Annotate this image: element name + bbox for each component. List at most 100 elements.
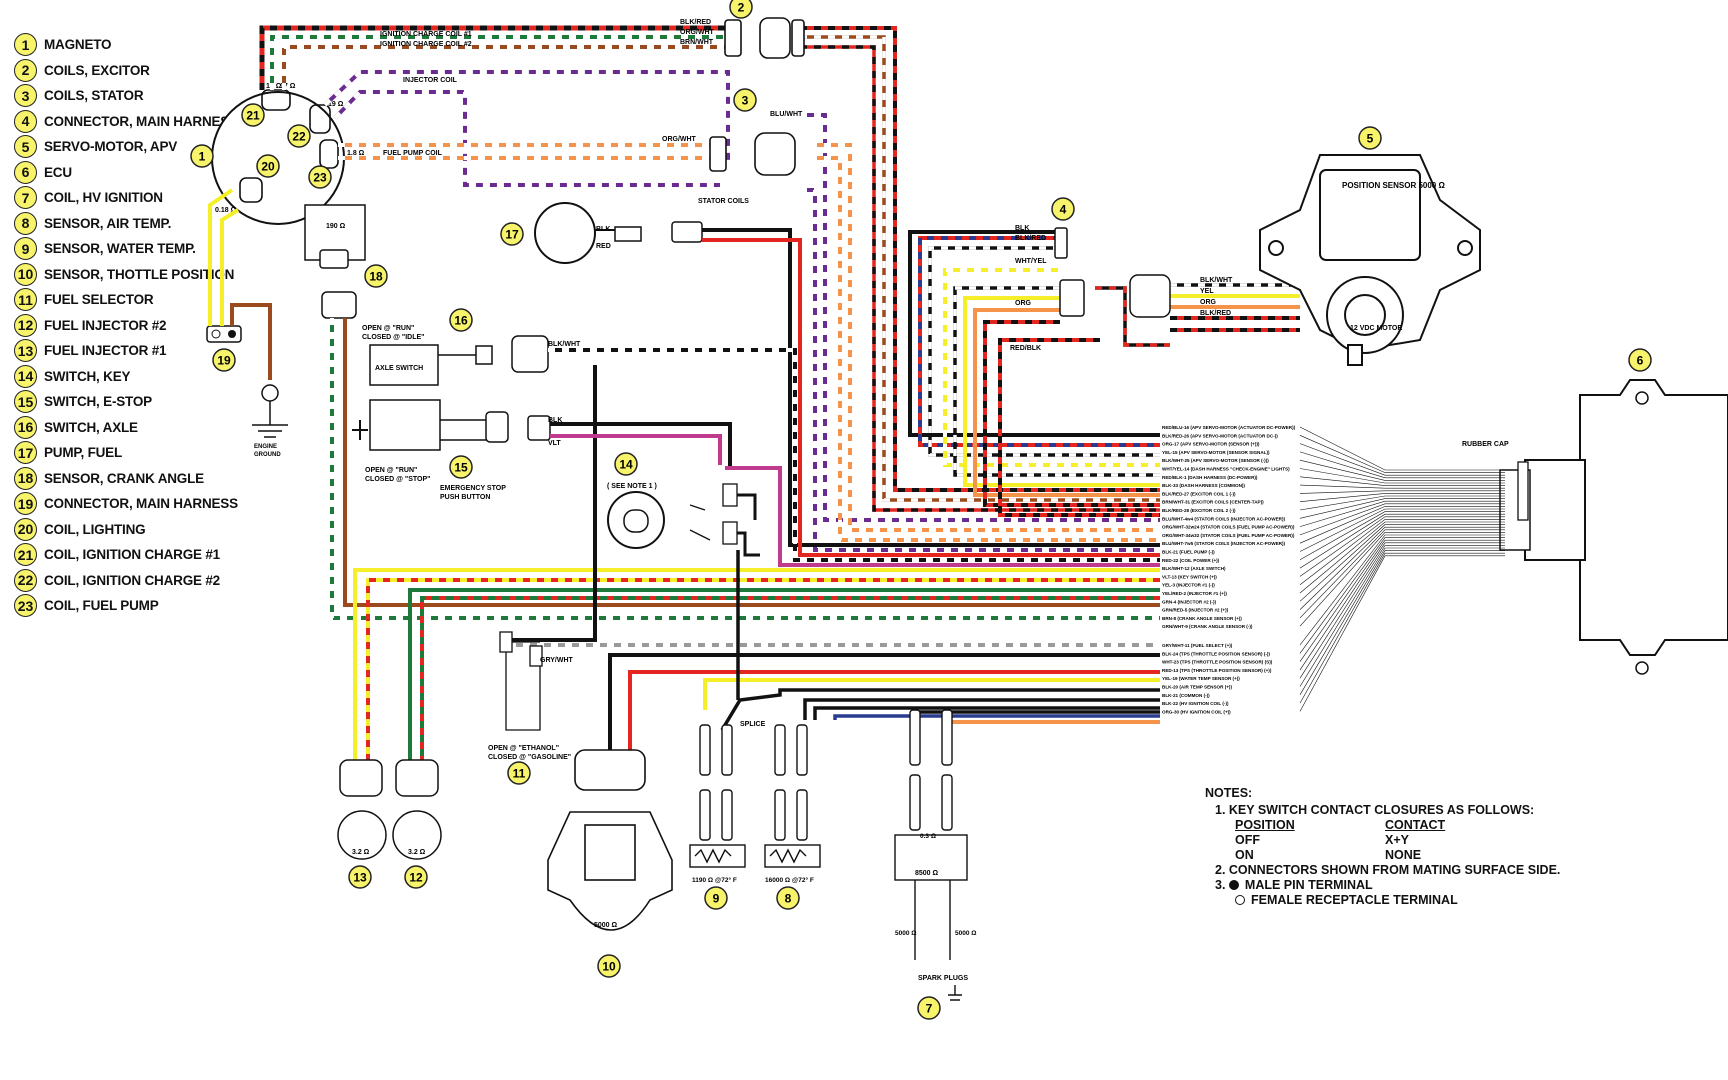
ecu-pin-line [1299, 451, 1505, 479]
ecu-pin-line [1299, 545, 1505, 679]
callout-number: 8 [785, 892, 792, 906]
legend-number: 13 [14, 339, 37, 363]
ecu-pin-line [1299, 495, 1505, 511]
water-temp-label: 1190 Ω @72° F [692, 876, 737, 884]
ecu-pin-line [1299, 555, 1505, 712]
servo-motor [1259, 154, 1481, 366]
female-receptacle-icon [1235, 895, 1245, 905]
axle-wires [500, 335, 1160, 642]
ecu-pin-line [1299, 498, 1505, 519]
legend-number: 4 [14, 109, 37, 133]
legend-number: 7 [14, 186, 37, 210]
callout-number: 16 [454, 314, 468, 328]
callout-number: 4 [1060, 203, 1067, 217]
callout-number: 10 [602, 960, 616, 974]
ecu-pin-labels: RED/BLU-16 (APV SERVO-MOTOR (ACTUATOR DC… [1162, 425, 1296, 714]
ecu-pin-line [1299, 534, 1505, 646]
fuel-selector [499, 631, 543, 731]
callout-number: 15 [454, 461, 468, 475]
gasoline-label: CLOSED @ "GASOLINE" [488, 754, 571, 761]
injector-coil-wires [323, 70, 1160, 552]
legend-label: SENSOR, WATER TEMP. [44, 241, 196, 257]
callout-badge [449, 308, 473, 332]
ecu-pin-label: YEL-3 (INJECTOR #1 (-)) [1162, 583, 1215, 588]
servo-blk-red-label: BLK/RED [1200, 310, 1231, 317]
splice-label: SPLICE [740, 721, 766, 728]
ecu-pin-line [1299, 490, 1505, 494]
ecu-pin-line [1299, 519, 1505, 585]
notes-title: NOTES: [1205, 786, 1253, 800]
ecu-pin-label: WHT/YEL-14 (DASH HARNESS "CHECK-ENGINE" … [1162, 467, 1290, 472]
legend-number: 17 [14, 441, 37, 465]
callout-badge [507, 761, 531, 785]
ecu-pin-line [1299, 511, 1505, 561]
ecu-pin-label: BRN/WHT-31 (EXCITOR COILS (CENTER-TAP)) [1162, 500, 1264, 505]
legend-number: 14 [14, 364, 37, 388]
ecu-pin-line [1299, 484, 1505, 489]
legend-number: 3 [14, 84, 37, 108]
connector-excitor [724, 17, 805, 59]
ecu-pin-line [1299, 508, 1505, 552]
legend-label: COIL, HV IGNITION [44, 190, 163, 206]
callout-badge [597, 954, 621, 978]
key-switch [607, 483, 760, 557]
ecu-pin-line [1299, 521, 1505, 594]
tps-ohm-label: 5000 Ω [594, 922, 618, 929]
see-note-label: ( SEE NOTE 1 ) [607, 483, 657, 490]
ecu-pin-label: ORG-17 (APV SERVO-MOTOR (SENSOR (+))) [1162, 442, 1260, 447]
ign-charge-1-label: IGNITION CHARGE COIL #1 [380, 31, 472, 38]
org-wht-label-2: ORG/WHT [662, 136, 697, 143]
ohm-1-8: 1.8 Ω [347, 150, 365, 157]
ecu-pin-fan [1299, 426, 1505, 712]
callout-number: 12 [409, 871, 423, 885]
contact-none: NONE [1385, 848, 1422, 862]
callout-badge [364, 264, 388, 288]
callout-badge [614, 452, 638, 476]
ecu-pin-label: BLK/WHT-25 (APV SERVO-MOTOR (SENSOR (-))… [1162, 458, 1269, 463]
ecu-pin-label: ORG/WHT-32w24 (STATOR COILS (FUEL PUMP A… [1162, 525, 1295, 530]
estop-label-2: PUSH BUTTON [440, 494, 490, 501]
axle-switch-label: AXLE SWITCH [375, 365, 423, 372]
spark-plugs-label: SPARK PLUGS [918, 975, 968, 982]
ecu-pin-label: GRN/WHT-9 (CRANK ANGLE SENSOR (-)) [1162, 624, 1253, 629]
axle-switch [369, 344, 493, 386]
female-receptacle-label: FEMALE RECEPTACLE TERMINAL [1251, 893, 1458, 907]
key-switch-table: POSITION CONTACT OFF X+Y ON NONE [1205, 818, 1565, 863]
position-header: POSITION [1235, 818, 1295, 832]
estop-open-label: OPEN @ "RUN" [365, 467, 417, 474]
callout-number: 19 [217, 354, 231, 368]
legend-label: CONNECTOR, MAIN HARNESS [44, 496, 238, 512]
fuel-pump-wires [671, 221, 1160, 557]
callout-badge [287, 124, 311, 148]
e-stop-wires [527, 415, 1160, 567]
callout-badge [449, 455, 473, 479]
callout-badge [704, 886, 728, 910]
legend-label: COIL, IGNITION CHARGE #1 [44, 547, 220, 563]
legend-label: MAGNETO [44, 37, 112, 53]
legend-label: SENSOR, CRANK ANGLE [44, 470, 204, 486]
legend-number: 21 [14, 543, 37, 567]
ecu-pin-label: BLK/WHT-12 (AXLE SWITCH) [1162, 566, 1226, 571]
ecu-pin-label: RED-13 (TPS (THROTTLE POSITION SENSOR) (… [1162, 668, 1272, 673]
legend-label: ECU [44, 164, 72, 180]
legend-label: CONNECTOR, MAIN HARNESS [44, 113, 238, 129]
crank-angle-sensor [304, 204, 366, 269]
ecu-pin-label: BLK-20 (AIR TEMP SENSOR (+)) [1162, 685, 1232, 690]
ign-charge-2-label: IGNITION CHARGE COIL #2 [380, 41, 472, 48]
legend-label: FUEL SELECTOR [44, 292, 154, 308]
blk-red-label: BLK/RED [680, 19, 711, 26]
legend-label: FUEL INJECTOR #1 [44, 343, 167, 359]
callout-badge [500, 222, 524, 246]
male-pin-label: MALE PIN TERMINAL [1244, 878, 1373, 892]
ecu-pin-line [1299, 550, 1505, 695]
legend-number: 22 [14, 568, 37, 592]
ecu-pin-label: BLK-21 (COMMON (-)) [1162, 693, 1210, 698]
legend-number: 9 [14, 237, 37, 261]
legend-label: COILS, STATOR [44, 88, 144, 104]
ecu-pin-label: BLK-24 (TPS (THROTTLE POSITION SENSOR) (… [1162, 651, 1270, 656]
estop-blk-label: BLK [548, 417, 562, 424]
